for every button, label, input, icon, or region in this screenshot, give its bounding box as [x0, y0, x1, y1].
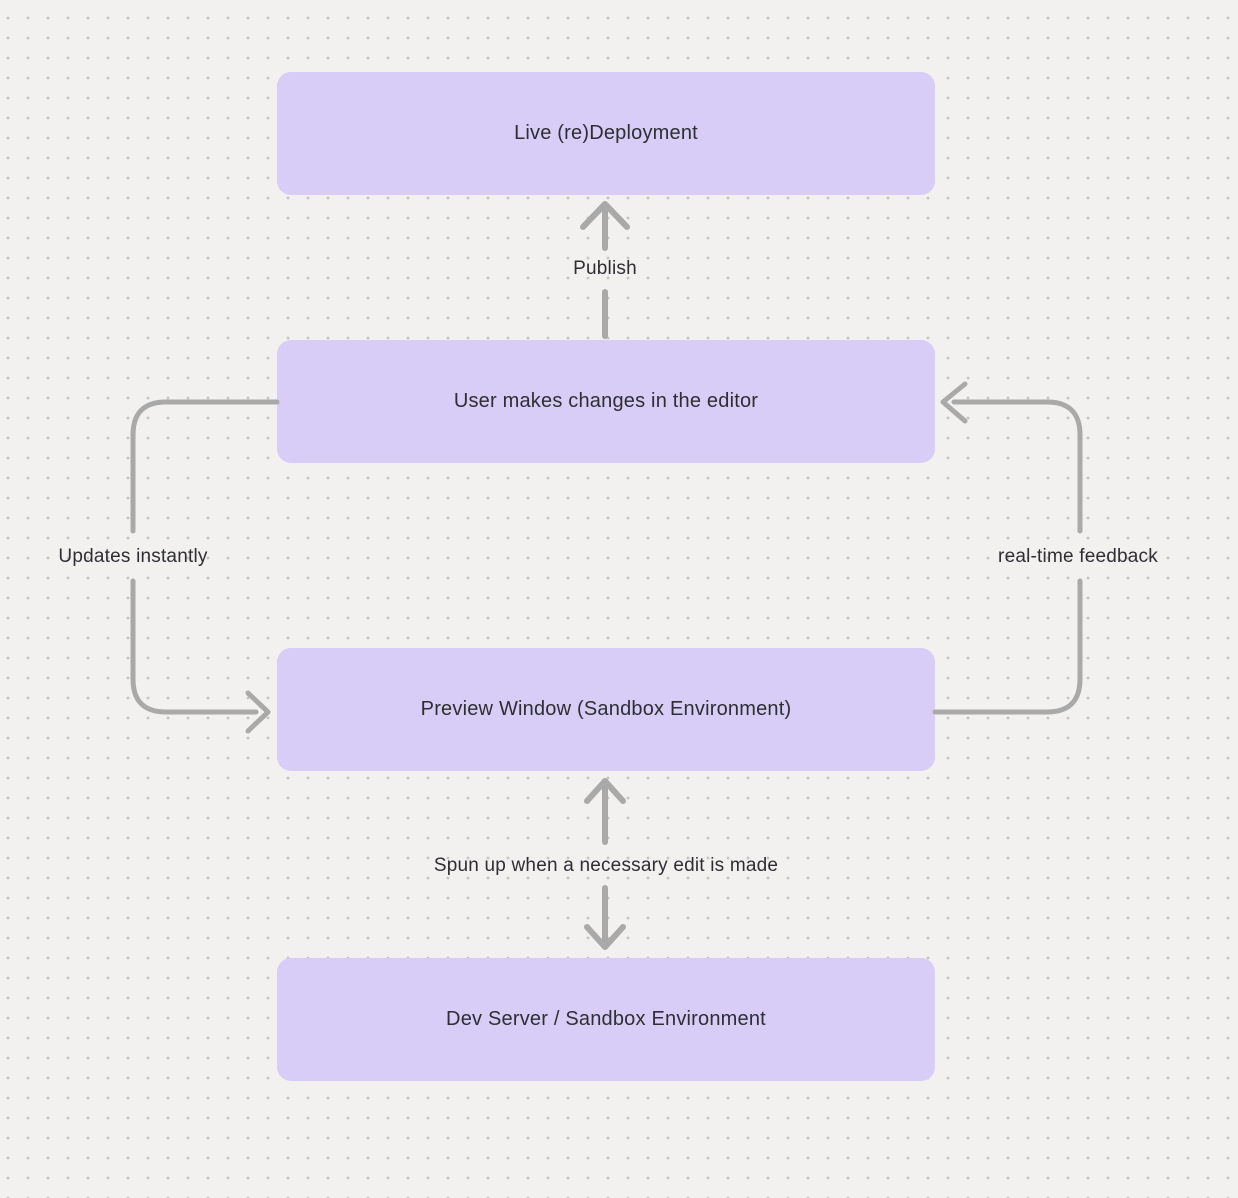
node-user-changes-label: User makes changes in the editor	[453, 390, 759, 412]
edge-label-updates-instantly: Updates instantly	[58, 546, 208, 567]
node-live-redeployment-label: Live (re)Deployment	[514, 122, 698, 144]
spunup-arrow-down	[584, 885, 626, 950]
edge-label-realtime-feedback: real-time feedback	[998, 546, 1158, 567]
spunup-down-head-icon	[584, 924, 626, 950]
publish-arrow-head-icon	[580, 201, 630, 230]
spunup-arrow-up	[584, 778, 626, 845]
edge-label-publish: Publish	[573, 258, 637, 279]
node-live-redeployment: Live (re)Deployment	[277, 72, 935, 195]
node-preview-window-label: Preview Window (Sandbox Environment)	[420, 698, 792, 720]
node-dev-server: Dev Server / Sandbox Environment	[277, 958, 935, 1081]
spunup-up-head-icon	[584, 778, 626, 804]
node-preview-window: Preview Window (Sandbox Environment)	[277, 648, 935, 771]
feedback-arrow-upper-segment	[951, 399, 1083, 534]
updates-arrow-head-icon	[245, 690, 271, 734]
node-dev-server-label: Dev Server / Sandbox Environment	[446, 1008, 766, 1030]
edge-label-spun-up: Spun up when a necessary edit is made	[433, 855, 779, 876]
feedback-arrow-head-icon	[940, 381, 968, 424]
updates-arrow-upper-segment	[130, 399, 280, 534]
feedback-arrow-lower-segment	[932, 578, 1083, 715]
node-user-changes: User makes changes in the editor	[277, 340, 935, 463]
updates-arrow-lower-segment	[130, 578, 259, 715]
